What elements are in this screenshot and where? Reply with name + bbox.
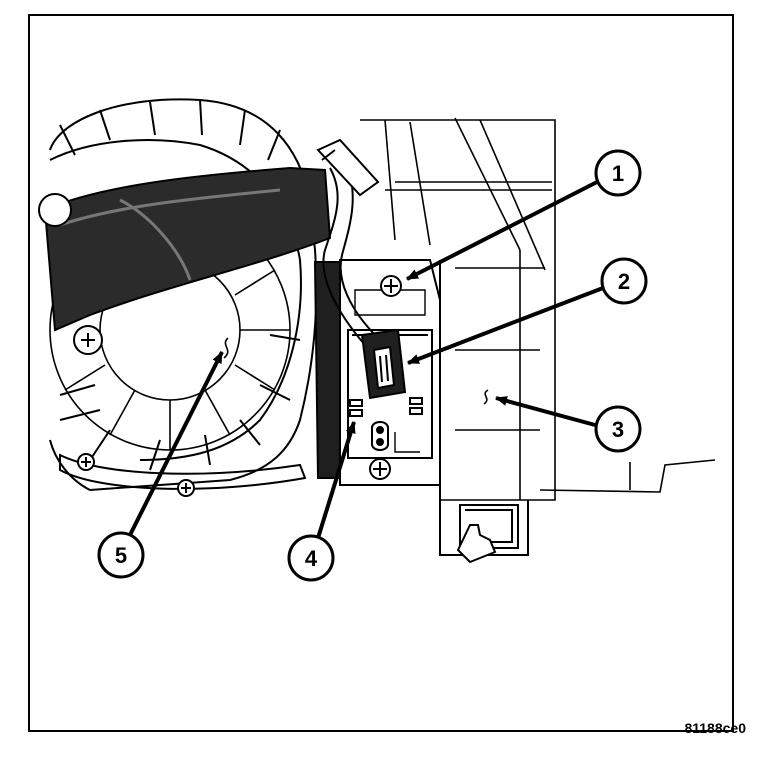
callout-5: 5 — [97, 531, 145, 579]
motor-bracket — [38, 166, 332, 332]
callout-3: 3 — [594, 405, 642, 453]
housing-cover — [439, 260, 529, 564]
housing-screw — [73, 325, 103, 355]
cover-squiggle — [483, 389, 489, 405]
callout-1: 1 — [594, 149, 642, 197]
callout-3-label: 3 — [612, 417, 624, 442]
housing-screw — [77, 453, 95, 471]
resistor-screw-lower — [369, 458, 391, 480]
leader-5 — [128, 351, 224, 536]
wire-connector — [360, 328, 407, 400]
figure-id: 81188ce0 — [684, 720, 746, 736]
resistor-screw-upper — [380, 275, 402, 297]
wheel-squiggle — [223, 337, 229, 359]
callout-5-label: 5 — [115, 543, 127, 568]
callout-1-label: 1 — [612, 161, 624, 186]
wire-harness — [316, 138, 380, 346]
housing-screw — [177, 479, 195, 497]
leader-1 — [406, 180, 598, 281]
callout-2: 2 — [600, 257, 648, 305]
leader-2 — [407, 286, 604, 365]
leader-lines — [128, 180, 604, 539]
callout-2-label: 2 — [618, 269, 630, 294]
blower-housing — [49, 98, 318, 492]
callout-4-label: 4 — [305, 546, 318, 571]
leader-3 — [495, 396, 596, 427]
callout-4: 4 — [287, 534, 335, 582]
leader-4 — [316, 421, 356, 539]
